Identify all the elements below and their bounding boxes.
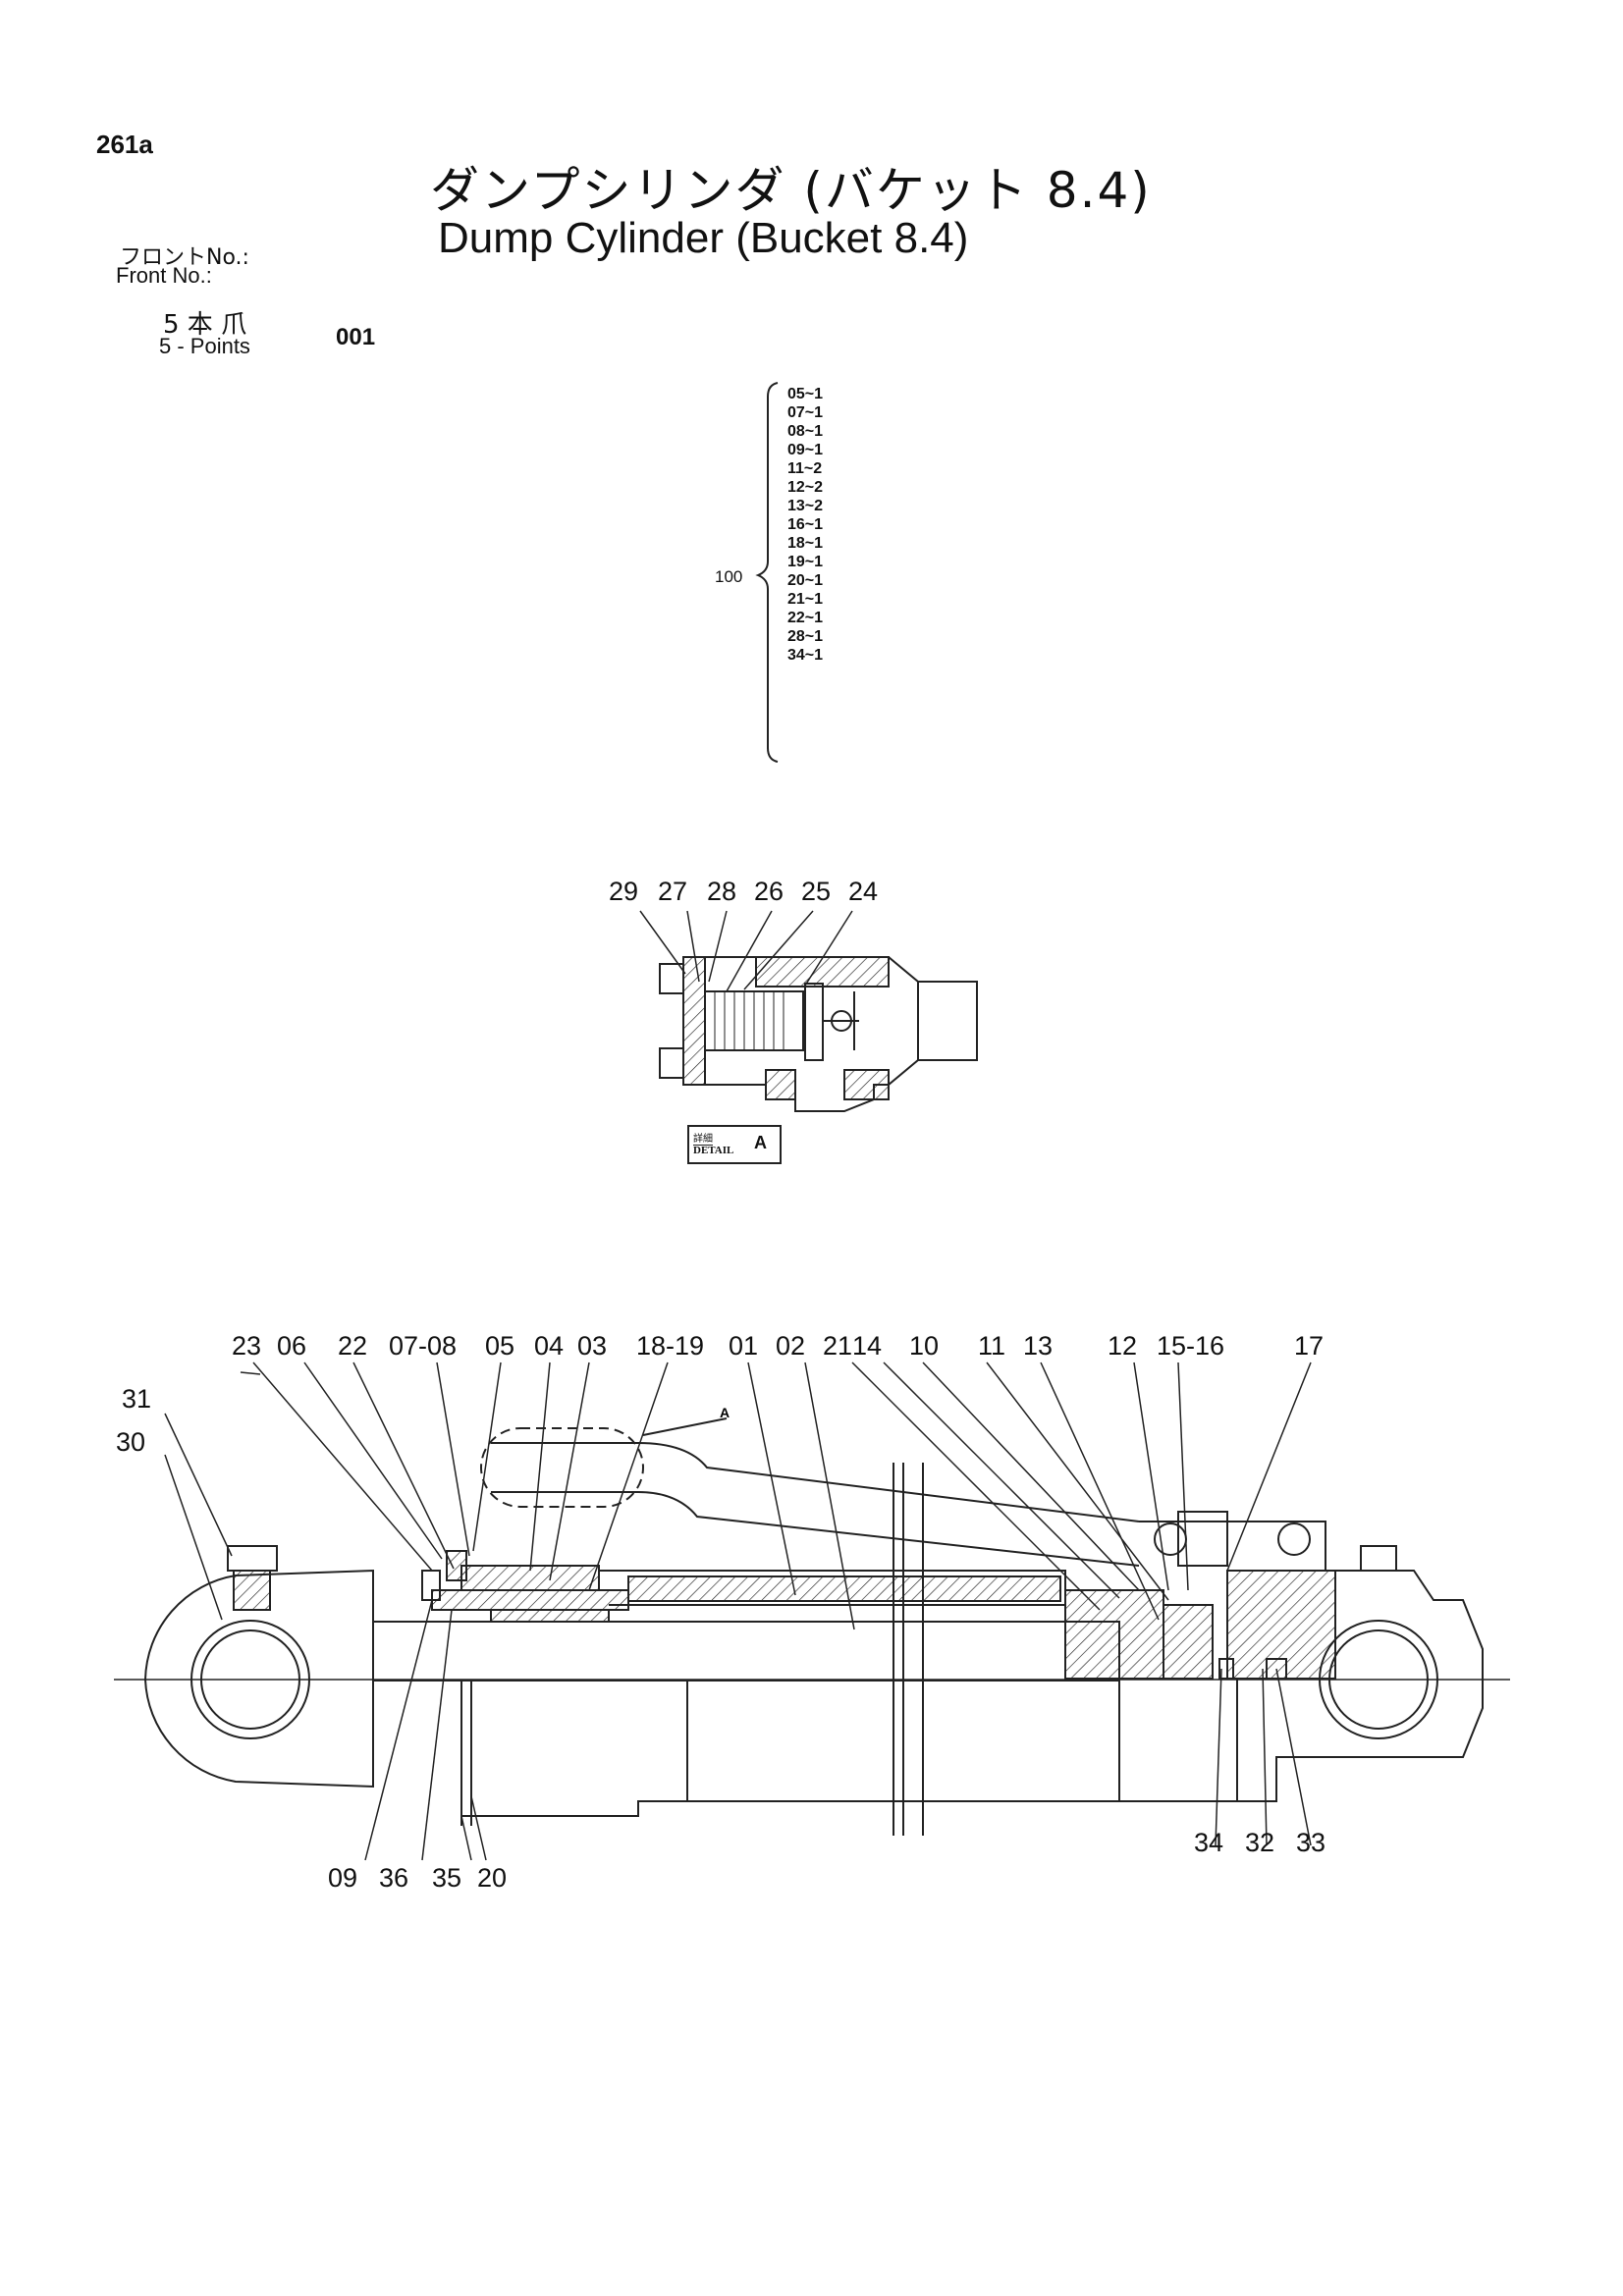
callout-09: 09: [328, 1863, 358, 1893]
callout-20: 20: [477, 1863, 508, 1893]
callout-22: 22: [338, 1331, 368, 1361]
callout-23: 23: [232, 1331, 262, 1361]
seal-kit-item: 05~1: [787, 386, 824, 402]
callout-01: 01: [729, 1331, 759, 1361]
cylinder-main: [114, 1417, 1510, 1836]
callout-02: 02: [776, 1331, 806, 1361]
seal-kit-item: 22~1: [787, 610, 824, 626]
callout-27: 27: [658, 877, 688, 906]
callout-17: 17: [1294, 1331, 1325, 1361]
callout-26: 26: [754, 877, 784, 906]
front-number-label-jp: フロントNo.:: [120, 245, 249, 270]
callout-07-08: 07-08: [389, 1331, 458, 1361]
section-marker-a: A: [720, 1405, 730, 1420]
seal-kit-item: 19~1: [787, 554, 824, 570]
seal-kit-item: 09~1: [787, 442, 824, 458]
callout-25: 25: [801, 877, 832, 906]
title-japanese: ダンプシリンダ (バケット 8.4): [430, 162, 1152, 219]
callout-31: 31: [122, 1384, 152, 1414]
callout-30: 30: [116, 1427, 146, 1457]
seal-kit-item: 28~1: [787, 628, 824, 645]
callout-33: 33: [1296, 1828, 1326, 1857]
page-number: 261a: [96, 130, 153, 159]
callout-28: 28: [707, 877, 737, 906]
callout-05: 05: [485, 1331, 515, 1361]
points-code: 001: [336, 324, 376, 350]
callout-06: 06: [277, 1331, 307, 1361]
points-label-en: 5 - Points: [159, 334, 250, 358]
seal-kit-item: 34~1: [787, 647, 824, 664]
callout-14: 14: [852, 1331, 883, 1361]
callout-11: 11: [978, 1331, 1006, 1361]
callout-18-19: 18-19: [636, 1331, 705, 1361]
callout-10: 10: [909, 1331, 940, 1361]
callout-04: 04: [534, 1331, 565, 1361]
seal-kit-list: 05~1 07~1 08~1 09~1 11~2 12~2 13~2 16~1 …: [787, 385, 823, 665]
callout-13: 13: [1023, 1331, 1054, 1361]
callout-15-16: 15-16: [1157, 1331, 1225, 1361]
detail-a-tag: 詳細 DETAIL A: [687, 1125, 782, 1164]
seal-kit-item: 08~1: [787, 423, 824, 440]
callout-34: 34: [1194, 1828, 1224, 1857]
points-label-jp: 5 本 爪: [163, 310, 247, 340]
callout-21: 21: [823, 1331, 853, 1361]
detail-a-leaders: [639, 910, 853, 992]
seal-kit-item: 11~2: [787, 460, 823, 477]
seal-kit-item: 20~1: [787, 572, 824, 589]
title-english: Dump Cylinder (Bucket 8.4): [438, 214, 969, 262]
callout-12: 12: [1108, 1331, 1138, 1361]
detail-tag-en: DETAIL: [693, 1145, 734, 1156]
detail-tag-letter: A: [754, 1133, 767, 1152]
detail-tag-jp: 詳細: [693, 1130, 713, 1146]
seal-kit-item: 16~1: [787, 516, 824, 533]
detail-a-view: [659, 956, 978, 1112]
seal-kit-item: 21~1: [787, 591, 824, 608]
front-number-label-en: Front No.:: [116, 263, 212, 288]
seal-kit-number: 100: [715, 567, 743, 586]
seal-kit-item: 13~2: [787, 498, 824, 514]
seal-kit-brace: [755, 382, 779, 763]
callout-29: 29: [609, 877, 639, 906]
callout-24: 24: [848, 877, 879, 906]
seal-kit-item: 18~1: [787, 535, 824, 552]
callout-03: 03: [577, 1331, 608, 1361]
callout-36: 36: [379, 1863, 409, 1893]
main-leaders: [164, 1362, 1312, 1861]
seal-kit-item: 07~1: [787, 404, 824, 421]
seal-kit-item: 12~2: [787, 479, 824, 496]
callout-35: 35: [432, 1863, 462, 1893]
callout-32: 32: [1245, 1828, 1275, 1857]
